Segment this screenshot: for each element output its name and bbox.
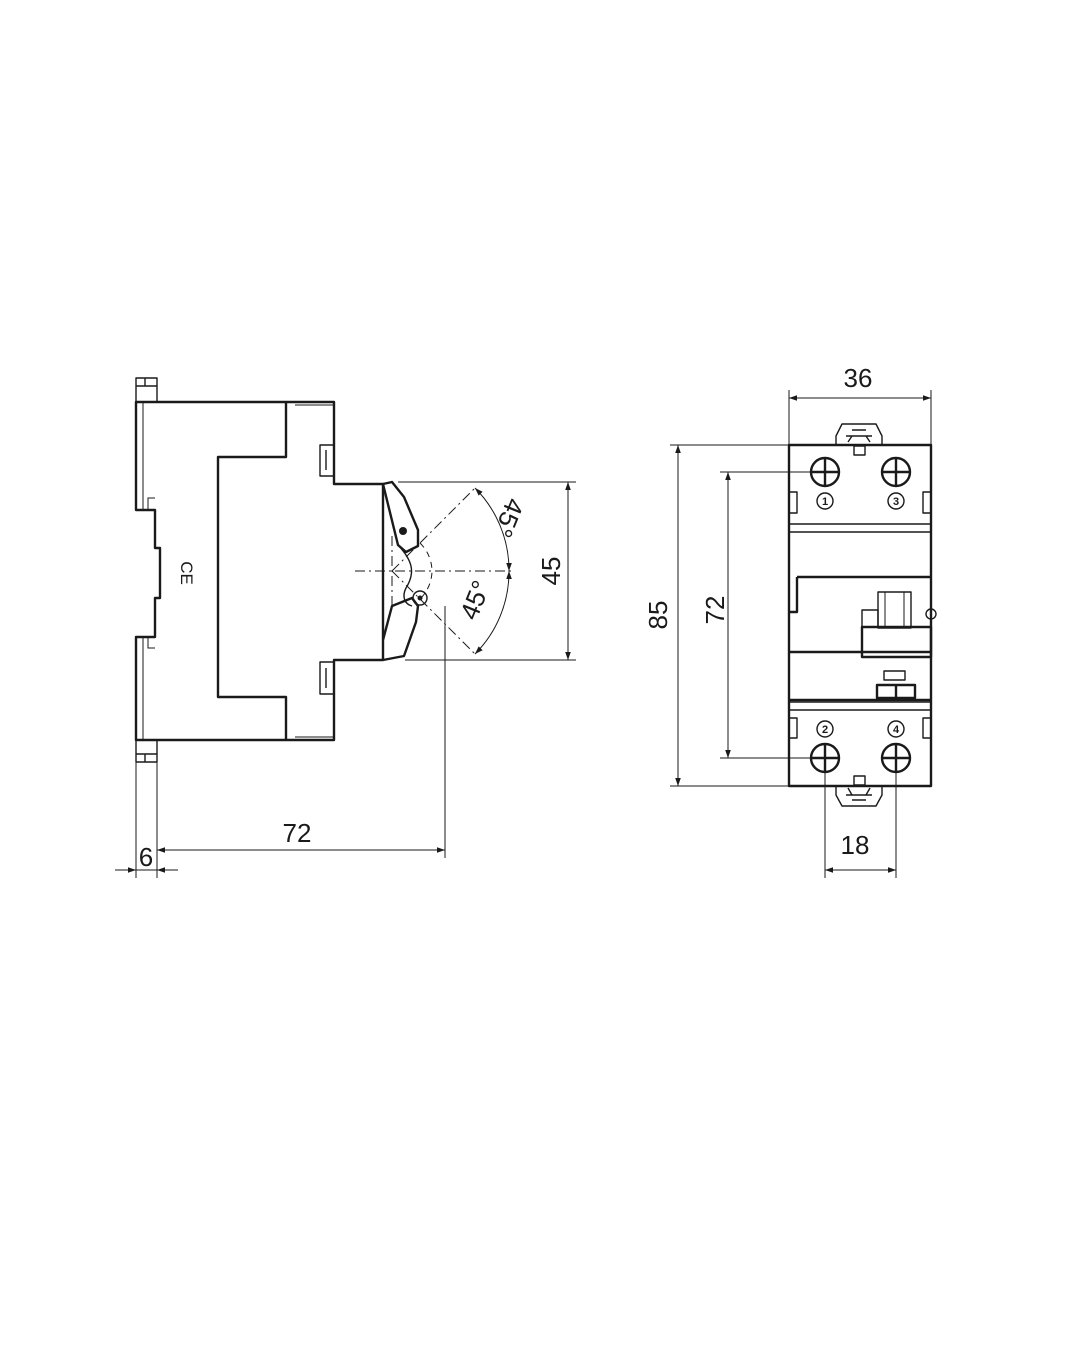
- test-button-housing: [860, 625, 933, 659]
- depth-label: 72: [283, 818, 312, 848]
- toggle-dot: [399, 527, 407, 535]
- angle-up-label: 45°: [488, 494, 531, 542]
- side-body-outline: [134, 400, 385, 742]
- front-window: [789, 575, 931, 702]
- front-top-clip: [835, 423, 883, 445]
- toggle-lever: [877, 591, 912, 629]
- rail-inner-lines: [142, 402, 155, 740]
- terminal-label-4: 4: [887, 720, 905, 738]
- terminal-screw-3: [880, 456, 912, 488]
- terminal-label-1: 1: [816, 492, 834, 510]
- svg-text:2: 2: [822, 724, 828, 736]
- side-screw: [925, 608, 937, 620]
- height-label: 85: [643, 601, 673, 630]
- rail-offset-label: 6: [139, 842, 153, 872]
- toggle-lower: [381, 596, 420, 662]
- angle-dim-arc-up: [474, 487, 512, 572]
- toggle-pivot: [397, 544, 413, 607]
- toggle-screw-center: [417, 595, 423, 601]
- terminal-screw-2: [809, 742, 841, 774]
- front-view: 1 3 2 4 36 85 72: [643, 363, 937, 878]
- terminal-screw-1: [809, 456, 841, 488]
- svg-text:1: 1: [822, 496, 828, 508]
- pitch-label: 72: [700, 596, 730, 625]
- terminal-label-2: 2: [816, 720, 834, 738]
- front-bottom-clip: [835, 786, 883, 807]
- width-label: 36: [844, 363, 873, 393]
- ce-mark: CE: [177, 561, 196, 585]
- angle-down-label: 45°: [454, 576, 497, 624]
- indicator-window: [883, 670, 906, 681]
- front-face-step: [216, 402, 288, 740]
- svg-text:4: 4: [893, 724, 900, 736]
- angle-dim-arc-down: [474, 570, 512, 655]
- toggle-lever-lines: [884, 592, 905, 628]
- module-width-label: 18: [841, 830, 870, 860]
- svg-text:3: 3: [893, 496, 899, 508]
- front-section-lines: [789, 523, 931, 711]
- front-body-outline: [787, 443, 933, 788]
- toggle-upper: [381, 480, 420, 554]
- top-clip: [135, 377, 158, 402]
- edge-lines: [295, 404, 334, 738]
- front-side-notches: [789, 491, 931, 739]
- top-notch: [319, 444, 334, 477]
- small-indicator: [861, 609, 879, 628]
- front-bottom-clip-slot: [853, 775, 866, 786]
- bottom-clip: [135, 740, 158, 763]
- front-top-clip-slot: [853, 445, 866, 456]
- svg-text:CE: CE: [177, 561, 196, 585]
- handle-height-label: 45: [536, 557, 566, 586]
- terminal-label-3: 3: [887, 492, 905, 510]
- bottom-notch: [319, 661, 334, 695]
- toggle-screw: [412, 590, 428, 606]
- terminal-screw-4: [880, 742, 912, 774]
- side-view: CE 45° 45° 45: [115, 377, 576, 878]
